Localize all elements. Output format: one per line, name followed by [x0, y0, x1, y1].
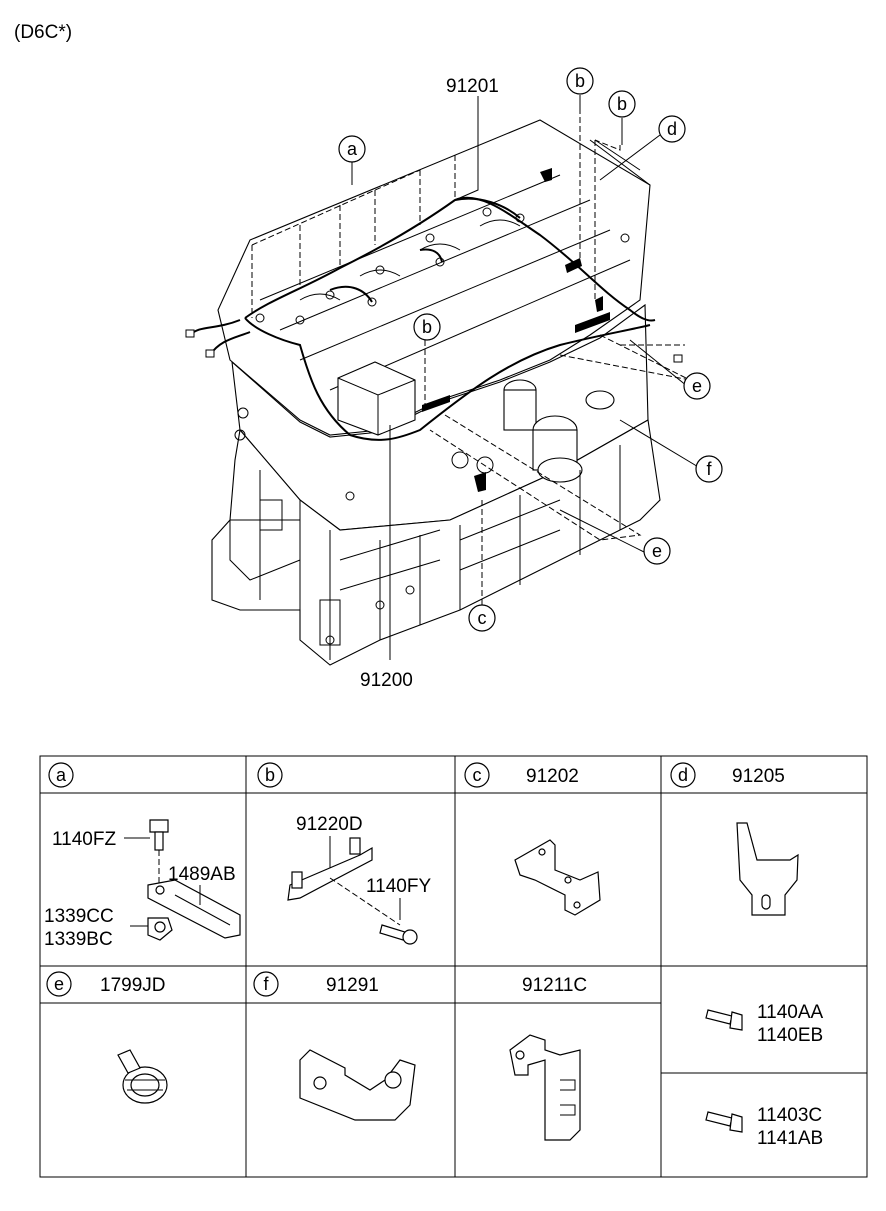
cell-i: 11403C 1141AB — [705, 1105, 823, 1149]
callout-b-middle: b — [413, 313, 441, 341]
cell-f: f 91291 — [253, 971, 416, 1121]
cell-a: a 1140FZ 1489AB 1339CC 1339BC — [44, 762, 241, 950]
cell-b: b 91220D 1140FY — [257, 762, 431, 945]
svg-text:d: d — [667, 119, 677, 139]
callout-e-bottom: e — [643, 537, 671, 565]
engine-illustration — [211, 119, 661, 666]
cell-d: d 91205 — [670, 762, 799, 916]
leader-lines — [251, 108, 691, 605]
svg-text:b: b — [575, 71, 585, 91]
callout-b-right: b — [608, 90, 636, 118]
svg-text:b: b — [265, 765, 275, 785]
cell-g: 91211C — [509, 975, 587, 1141]
svg-text:c: c — [478, 608, 487, 628]
cell-h: 1140AA 1140EB — [705, 1002, 824, 1046]
part-1489AB: 1489AB — [168, 864, 236, 885]
callout-c: c — [468, 604, 496, 632]
part-1140EB: 1140EB — [757, 1025, 823, 1046]
callout-b-top: b — [566, 67, 594, 95]
cell-e: e 1799JD — [46, 971, 168, 1104]
wiring-harness — [185, 168, 683, 492]
callout-a: a — [338, 135, 366, 163]
part-1339BC: 1339BC — [44, 929, 113, 950]
variant-code: (D6C*) — [14, 22, 72, 43]
part-1799JD: 1799JD — [100, 975, 166, 996]
label-91201: 91201 — [446, 76, 499, 97]
svg-text:a: a — [56, 765, 67, 785]
part-1339CC: 1339CC — [44, 906, 114, 927]
callout-f: f — [695, 455, 723, 483]
svg-text:f: f — [263, 974, 269, 994]
part-1140FY: 1140FY — [366, 876, 431, 897]
label-91200: 91200 — [360, 670, 413, 691]
svg-text:e: e — [652, 541, 662, 561]
svg-text:f: f — [706, 459, 712, 479]
cell-c: c 91202 — [464, 762, 601, 916]
svg-text:b: b — [422, 317, 432, 337]
svg-text:c: c — [473, 765, 482, 785]
svg-text:d: d — [678, 765, 688, 785]
part-91205: 91205 — [732, 766, 785, 787]
part-91220D: 91220D — [296, 814, 363, 835]
svg-text:b: b — [617, 94, 627, 114]
part-1141AB: 1141AB — [757, 1128, 823, 1149]
part-11403C: 11403C — [757, 1105, 822, 1126]
callout-d: d — [658, 115, 686, 143]
part-1140FZ: 1140FZ — [52, 829, 116, 850]
part-91291: 91291 — [326, 975, 379, 996]
svg-text:e: e — [54, 974, 64, 994]
svg-text:e: e — [692, 376, 702, 396]
part-91211C: 91211C — [522, 975, 587, 996]
svg-text:a: a — [347, 139, 358, 159]
parts-table — [39, 755, 868, 1178]
part-91202: 91202 — [526, 766, 579, 787]
callout-e-right: e — [683, 372, 711, 400]
part-1140AA: 1140AA — [757, 1002, 824, 1023]
